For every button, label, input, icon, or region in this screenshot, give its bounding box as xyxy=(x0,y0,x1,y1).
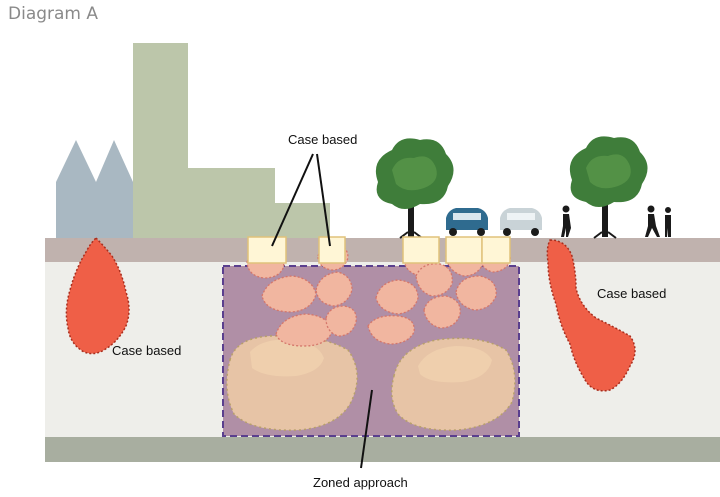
diagram-title: Diagram A xyxy=(8,4,99,24)
case-based-plume-left xyxy=(65,236,130,355)
peaked-building-left xyxy=(56,140,96,238)
tree-right xyxy=(569,136,648,239)
tree-left xyxy=(375,138,454,239)
label-case-based-left: Case based xyxy=(112,343,181,358)
sample-box xyxy=(481,236,511,264)
small-plumes xyxy=(246,241,511,347)
sample-box xyxy=(318,236,346,264)
buildings xyxy=(56,43,330,238)
sample-box xyxy=(445,236,483,264)
sample-boxes xyxy=(247,236,511,264)
inner-plumes xyxy=(250,339,492,383)
peaked-building-right xyxy=(96,140,133,238)
sample-box xyxy=(247,236,287,264)
grey-car xyxy=(500,208,542,236)
label-case-based-top: Case based xyxy=(288,132,357,147)
ground-surface xyxy=(45,238,720,262)
blue-car xyxy=(446,208,488,236)
mid-building xyxy=(188,168,275,238)
pedestrians xyxy=(561,205,671,237)
leader-lines xyxy=(271,153,373,469)
label-zoned-approach: Zoned approach xyxy=(313,475,408,490)
tall-tower xyxy=(133,43,188,238)
sample-box xyxy=(402,236,440,264)
case-based-plume-right xyxy=(546,239,636,392)
label-case-based-right: Case based xyxy=(597,286,666,301)
bedrock-layer xyxy=(45,437,720,462)
